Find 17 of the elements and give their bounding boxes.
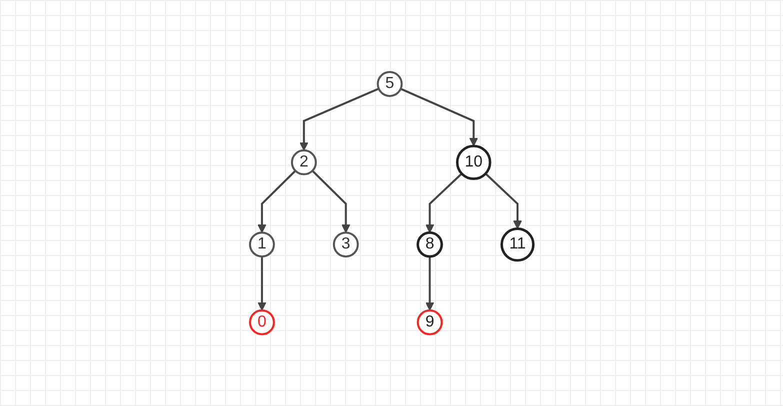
arrow (425, 172, 462, 233)
node-circle: 8 (416, 231, 443, 258)
arrow (484, 172, 522, 229)
arrow (400, 88, 478, 146)
node-circle: 10 (456, 144, 492, 180)
arrow (299, 88, 379, 151)
arrow (312, 170, 350, 233)
node-circle: 9 (416, 309, 443, 336)
node-circle: 5 (376, 70, 403, 97)
node-circle: 11 (500, 227, 534, 262)
node-circle: 2 (290, 149, 317, 176)
node-circle: 0 (248, 309, 275, 336)
arrow (425, 256, 434, 311)
arrow (257, 170, 296, 233)
node-circle: 3 (332, 231, 359, 258)
node-circle: 1 (248, 231, 275, 258)
arrow (257, 256, 266, 311)
